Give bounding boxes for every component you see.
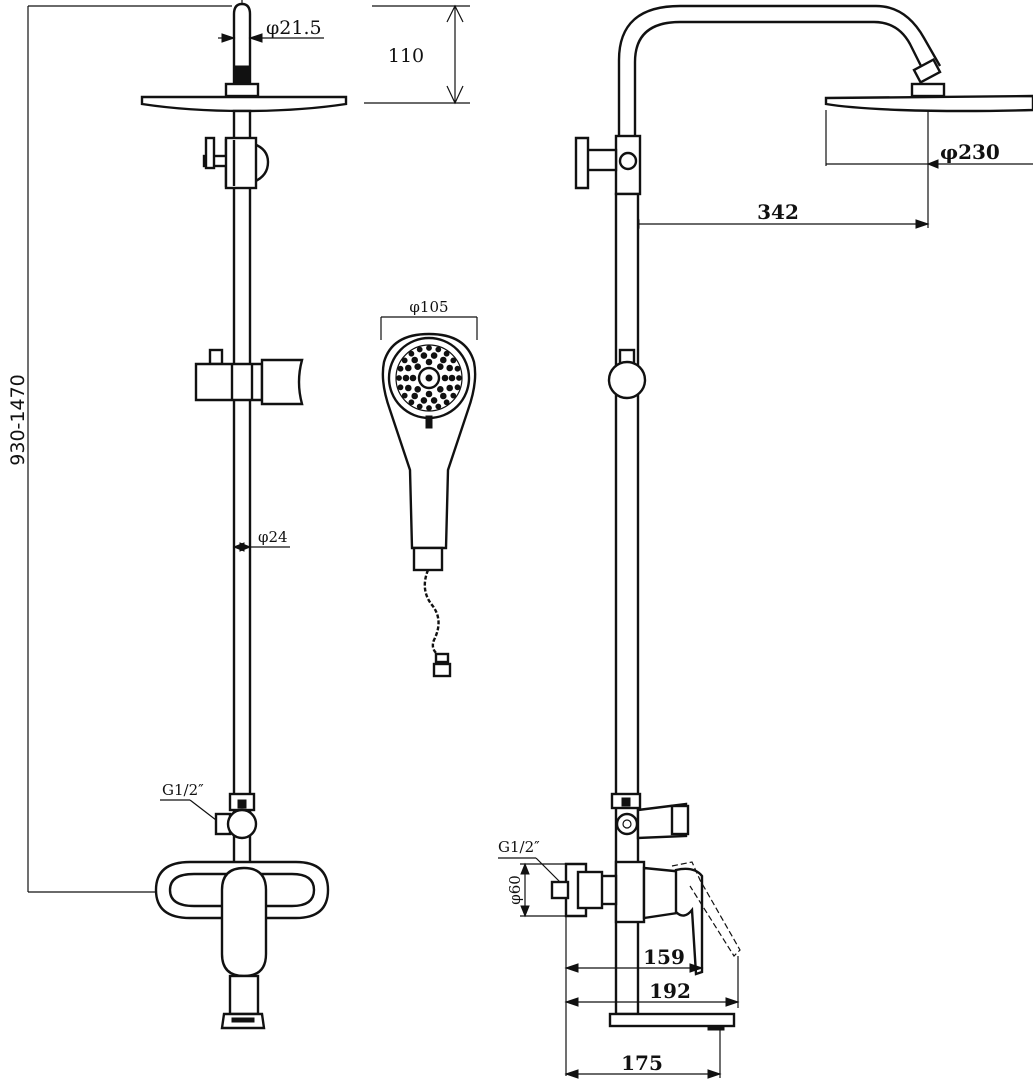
nozzle-dot: [435, 403, 442, 410]
height-label: 930-1470: [7, 374, 29, 465]
handle-depth-label: 192: [649, 979, 691, 1003]
side-slide-knob: [607, 348, 647, 400]
nozzle-dot: [426, 345, 432, 351]
nozzle-dot: [405, 384, 412, 392]
side-diverter: [574, 134, 642, 196]
nozzle-dot: [397, 384, 404, 391]
nozzle-dot: [448, 374, 456, 382]
riser-diameter-label: φ24: [258, 528, 288, 546]
riser-diameter-dimension: φ24: [232, 528, 290, 552]
nozzle-dot: [430, 352, 438, 359]
side-base: [608, 1012, 736, 1031]
nozzle-dot: [397, 365, 404, 372]
nozzle-dot: [441, 374, 449, 382]
nozzle-dot: [437, 386, 444, 393]
side-shower-head: φ230: [824, 82, 1033, 228]
front-arm: φ21.5: [218, 0, 324, 84]
arm-reach-dimension: 342: [625, 194, 930, 230]
nozzle-dot: [396, 375, 402, 381]
nozzle-dot: [446, 384, 454, 392]
side-mixer-body: φ60 G1/2″: [498, 838, 741, 976]
mixer-depth-label: 159: [643, 945, 685, 969]
side-outlet-connector: [610, 792, 690, 840]
nozzle-dot: [401, 392, 408, 399]
arm-reach-label: 342: [757, 200, 799, 224]
side-inlet-thread-label: G1/2″: [498, 838, 540, 856]
nozzle-dot: [425, 358, 433, 366]
side-arm: [617, 4, 942, 140]
hand-shower-diameter-label: φ105: [409, 298, 448, 316]
nozzle-dot: [405, 364, 412, 372]
nozzle-dot: [450, 392, 457, 399]
nozzle-dot: [414, 386, 422, 393]
front-mixer-body: [154, 860, 330, 1030]
nozzle-dot: [430, 397, 438, 404]
front-inlet: G1/2″: [160, 781, 258, 840]
arm-drop-dimension: 110: [364, 4, 470, 105]
nozzle-dot: [408, 399, 415, 406]
nozzle-dot: [411, 392, 419, 400]
side-view: φ230 342: [498, 4, 1033, 1079]
nozzle-dot: [416, 403, 423, 410]
spray-nozzles: [396, 345, 462, 411]
nozzle-dot: [450, 357, 457, 364]
nozzle-dot: [425, 390, 433, 398]
head-diameter-label: φ230: [940, 140, 1000, 164]
arm-drop-label: 110: [388, 45, 424, 67]
front-view: 930-1470 φ21.5 110: [7, 0, 470, 1030]
nozzle-dot: [456, 375, 462, 381]
hand-shower: φ105: [380, 298, 478, 678]
nozzle-dot: [416, 346, 423, 353]
front-shower-head: [140, 82, 348, 113]
nozzle-dot: [411, 356, 419, 364]
nozzle-dot: [414, 363, 422, 371]
nozzle-dot: [440, 356, 447, 364]
front-inlet-thread-label: G1/2″: [162, 781, 204, 799]
nozzle-dot: [402, 374, 410, 382]
height-dimension: 930-1470: [7, 5, 232, 893]
nozzle-dot: [435, 346, 442, 353]
base-depth-label: 175: [621, 1051, 663, 1075]
nozzle-dot: [446, 364, 454, 372]
front-slide-bracket: [194, 348, 304, 406]
nozzle-dot: [420, 397, 428, 404]
hose: [423, 569, 441, 658]
inlet-flange-diameter-label: φ60: [506, 875, 524, 905]
nozzle-dot: [443, 399, 450, 406]
nozzle-dot: [440, 392, 447, 400]
outlet-diameter-label: φ21.5: [266, 17, 322, 39]
front-diverter-knob: [202, 136, 270, 190]
nozzle-dot: [454, 365, 461, 372]
nozzle-dot: [409, 374, 417, 382]
front-riser-pipe: [232, 109, 252, 873]
nozzle-dot: [420, 352, 428, 359]
nozzle-dot: [437, 363, 444, 371]
nozzle-dot: [408, 350, 415, 357]
depth-dimensions: 159 192 175: [564, 916, 740, 1079]
nozzle-dot: [443, 350, 450, 357]
nozzle-dot: [401, 357, 408, 364]
nozzle-dot: [426, 405, 432, 411]
nozzle-dot: [454, 384, 461, 391]
